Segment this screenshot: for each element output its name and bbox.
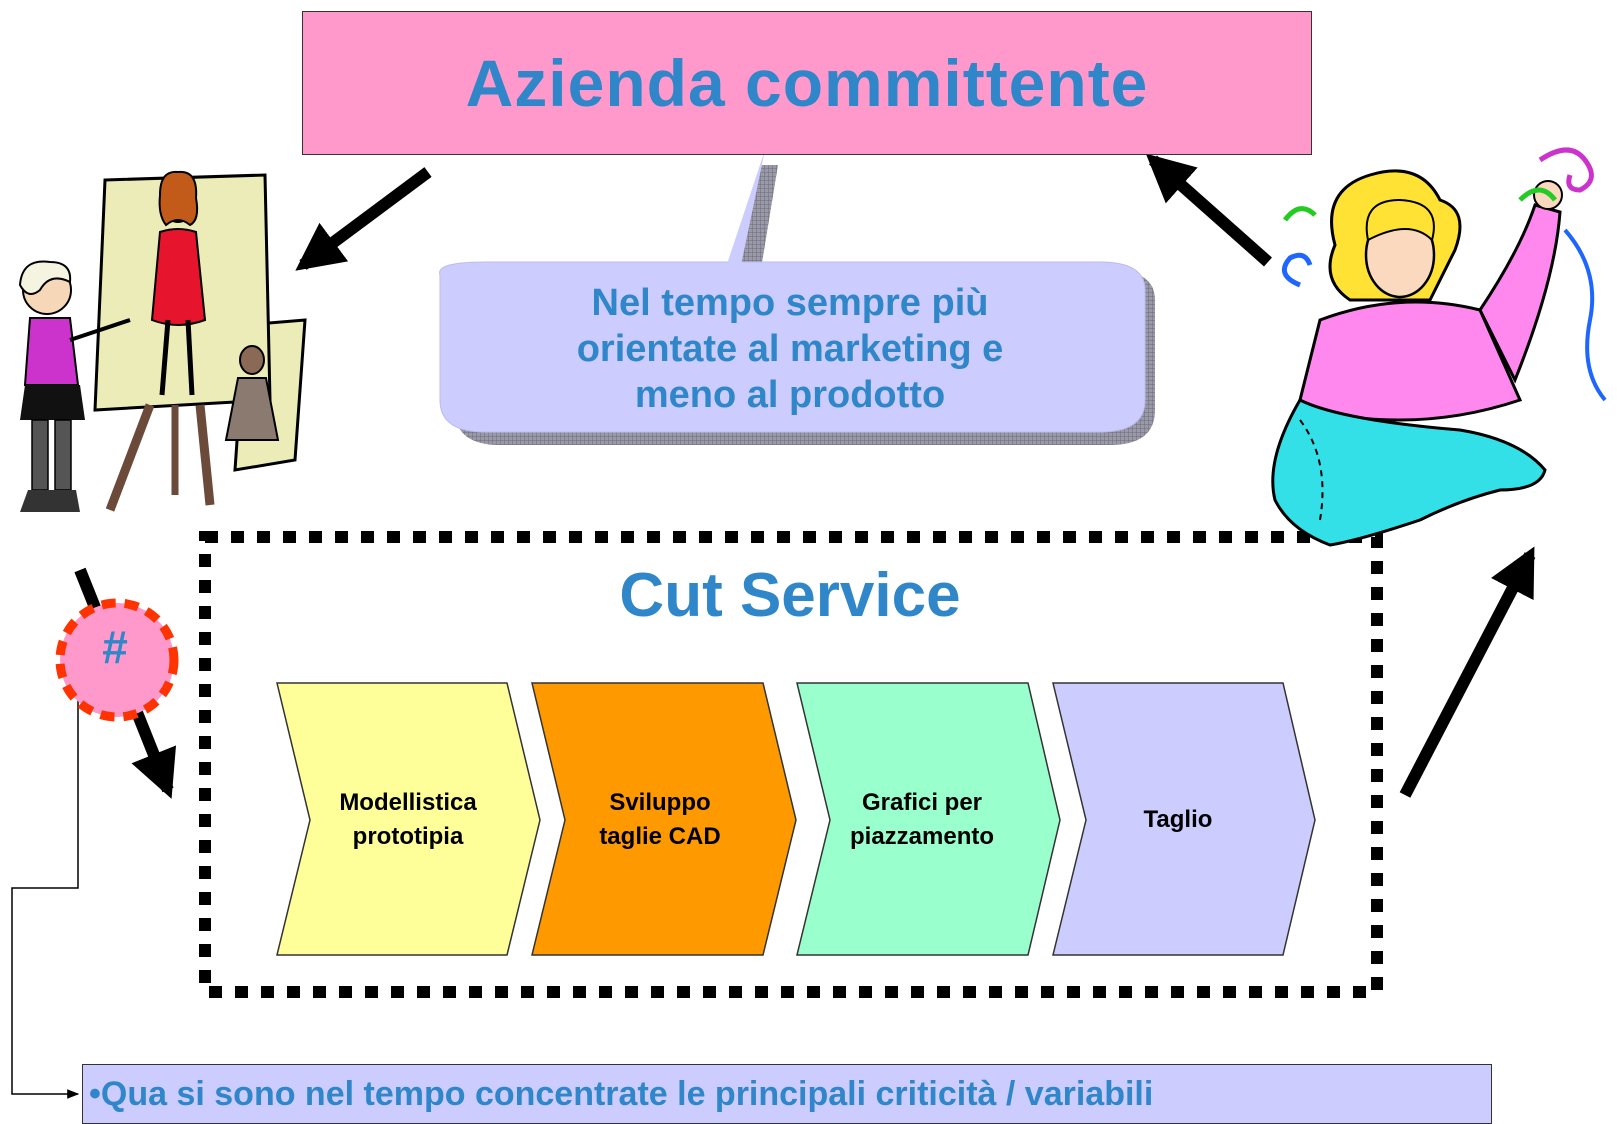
fashion-designer-clipart — [18, 170, 307, 512]
bubble-text: Nel tempo sempre più orientate al market… — [440, 280, 1140, 418]
footer-note-box: •Qua si sono nel tempo concentrate le pr… — [82, 1064, 1492, 1124]
step-label-1: Modellistica prototipia — [308, 786, 508, 854]
step-chevron-1 — [276, 682, 541, 956]
step-3-line-2: piazzamento — [849, 823, 995, 850]
bubble-line-3: meno al prodotto — [634, 374, 946, 416]
footer-note-text: •Qua si sono nel tempo concentrate le pr… — [89, 1074, 1154, 1113]
title-box: Azienda committente — [302, 11, 1312, 155]
title-text: Azienda committente — [465, 46, 1149, 120]
step-1-line-2: prototipia — [352, 823, 464, 850]
arrow-cut-to-seamstress — [1399, 546, 1536, 798]
cut-service-title: Cut Service — [619, 561, 961, 630]
step-1-line-1: Modellistica — [339, 789, 477, 816]
hash-marker-label: # — [102, 621, 128, 673]
step-2-line-2: taglie CAD — [599, 823, 721, 850]
arrow-seamstress-to-title — [1145, 153, 1272, 267]
step-chevron-4 — [1052, 682, 1316, 956]
step-chevron-2 — [531, 682, 797, 956]
connector-to-footer — [11, 690, 80, 1099]
step-label-3: Grafici per piazzamento — [822, 786, 1022, 854]
speech-bubble — [439, 150, 1146, 433]
step-chevron-3 — [796, 682, 1061, 956]
seamstress-sewing-clipart — [1271, 147, 1607, 547]
cut-service-frame — [199, 531, 1383, 998]
hash-marker — [55, 598, 179, 722]
step-4-line-1: Taglio — [1143, 806, 1213, 833]
bubble-line-2: orientate al marketing e — [576, 328, 1004, 370]
step-label-2: Sviluppo taglie CAD — [560, 786, 760, 854]
arrow-title-to-designer — [295, 167, 432, 271]
bubble-line-1: Nel tempo sempre più — [591, 282, 989, 324]
step-3-line-1: Grafici per — [861, 789, 983, 816]
step-2-line-1: Sviluppo — [609, 789, 711, 816]
step-label-4: Taglio — [1078, 803, 1278, 837]
